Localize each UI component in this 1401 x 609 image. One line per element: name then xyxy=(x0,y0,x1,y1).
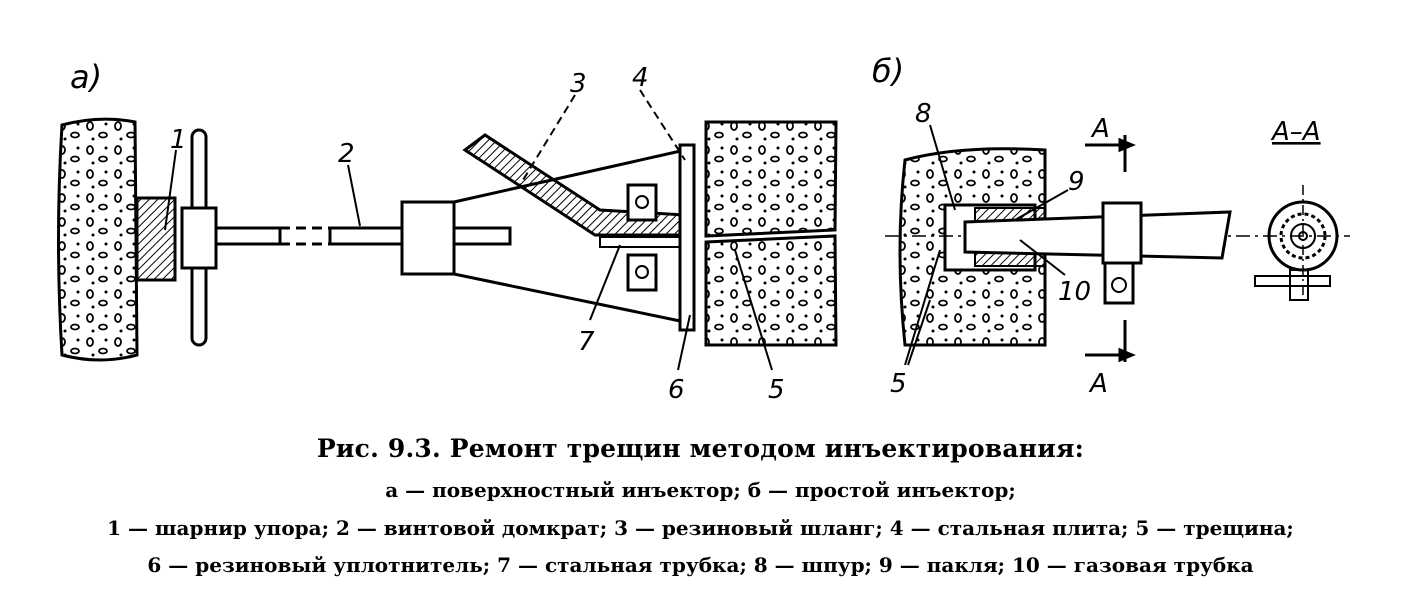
callout-7: 7 xyxy=(578,327,595,357)
callout-8: 8 xyxy=(915,99,932,129)
injection-diagram: а) 1 2 3 4 5 6 7 xyxy=(57,52,1350,405)
concrete-wall-right xyxy=(704,120,838,347)
screw-jack xyxy=(214,200,512,276)
figure-caption-parts: а — поверхностный инъектор; б — простой … xyxy=(385,478,1016,502)
part-b-label: б) xyxy=(872,52,904,90)
figure-caption-legend-2: 6 — резиновый уплотнитель; 7 — стальная … xyxy=(147,553,1254,577)
leader-lines-a xyxy=(164,89,773,371)
callout-10: 10 xyxy=(1058,277,1091,307)
leader-lines-b xyxy=(904,124,1069,366)
steel-plate xyxy=(678,143,696,332)
callout-5b: 5 xyxy=(890,369,907,399)
gas-tube xyxy=(963,201,1232,305)
section-title: А–А xyxy=(1270,117,1321,147)
section-marks xyxy=(1085,135,1136,363)
callout-6: 6 xyxy=(668,375,685,405)
section-mark-top: А xyxy=(1090,114,1110,144)
figure-caption-legend-1: 1 — шарнир упора; 2 — винтовой домкрат; … xyxy=(107,516,1294,540)
callout-5: 5 xyxy=(768,375,785,405)
callout-2: 2 xyxy=(338,139,355,169)
concrete-wall-left xyxy=(57,117,139,362)
hinge-stop xyxy=(135,196,177,282)
handwheel xyxy=(180,128,218,347)
section-mark-bottom: А xyxy=(1088,369,1108,399)
callout-3: 3 xyxy=(570,69,587,99)
callout-1: 1 xyxy=(170,125,187,155)
part-a-label: а) xyxy=(70,58,102,96)
callout-9: 9 xyxy=(1068,167,1085,197)
section-a-a-view xyxy=(1254,185,1339,301)
callout-4: 4 xyxy=(632,63,649,93)
injector-body xyxy=(453,133,696,332)
figure-caption-title: Рис. 9.3. Ремонт трещин методом инъектир… xyxy=(316,434,1085,463)
